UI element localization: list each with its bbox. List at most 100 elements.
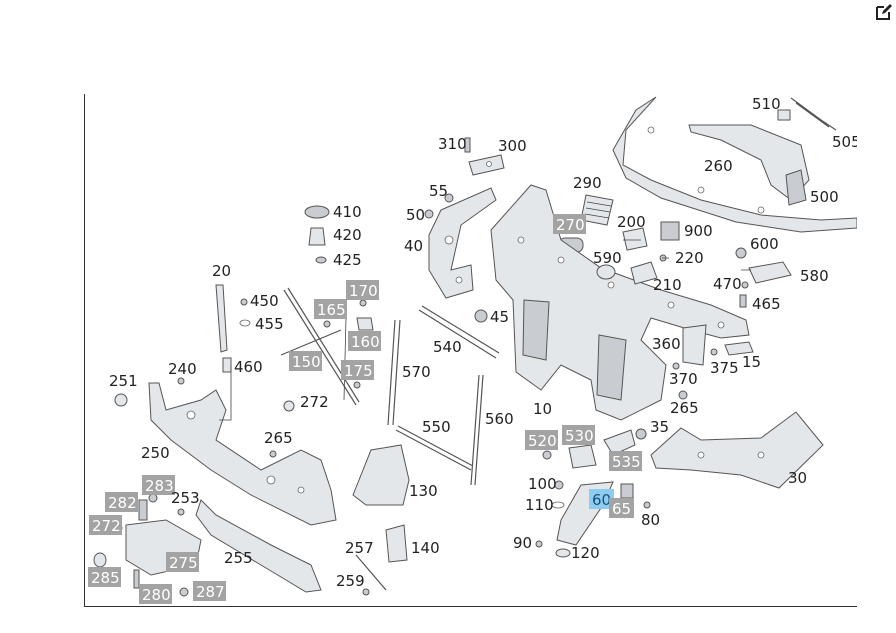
svg-text:450: 450 [250,292,279,310]
part-570-seal [387,319,401,426]
part-30-lower-right-support [650,411,824,489]
svg-text:257: 257 [345,539,374,557]
callout-590[interactable]: 590 [593,249,622,267]
callout-520[interactable]: 520 [525,430,558,450]
callout-470[interactable]: 470 [713,275,742,293]
callout-272[interactable]: 272 [300,393,329,411]
svg-text:550: 550 [422,418,451,436]
callout-500[interactable]: 500 [810,188,839,206]
part-520-screw [542,450,552,460]
callout-50[interactable]: 50 [406,206,425,224]
part-257-rod [355,554,387,591]
callout-90[interactable]: 90 [513,534,532,552]
callout-560[interactable]: 560 [485,410,514,428]
callout-285[interactable]: 285 [88,567,121,587]
callout-450[interactable]: 450 [250,292,279,310]
svg-text:10: 10 [533,400,552,418]
callout-265-right[interactable]: 265 [670,399,699,417]
part-100-screw [554,480,564,490]
callout-510[interactable]: 510 [752,95,781,113]
callout-175[interactable]: 175 [341,360,374,380]
callout-45[interactable]: 45 [490,308,509,326]
callout-60-selected[interactable]: 60 [589,489,614,509]
callout-20[interactable]: 20 [212,262,231,280]
callout-535[interactable]: 535 [609,451,642,471]
callout-530[interactable]: 530 [562,425,595,445]
callout-140[interactable]: 140 [411,539,440,557]
svg-text:535: 535 [612,453,641,471]
callout-15[interactable]: 15 [742,353,761,371]
callout-540[interactable]: 540 [433,338,462,356]
callout-259[interactable]: 259 [336,572,365,590]
callout-250[interactable]: 250 [141,444,170,462]
callout-550[interactable]: 550 [422,418,451,436]
callout-251[interactable]: 251 [109,372,138,390]
callout-410[interactable]: 410 [333,203,362,221]
callout-370[interactable]: 370 [669,370,698,388]
callout-260[interactable]: 260 [704,157,733,175]
callout-455[interactable]: 455 [255,315,284,333]
callout-290[interactable]: 290 [573,174,602,192]
callout-570[interactable]: 570 [402,363,431,381]
svg-text:130: 130 [409,482,438,500]
callout-580[interactable]: 580 [800,267,829,285]
callout-170[interactable]: 170 [346,280,379,300]
callout-130[interactable]: 130 [409,482,438,500]
callout-505[interactable]: 505 [832,133,857,151]
callout-300[interactable]: 300 [498,137,527,155]
callout-65[interactable]: 65 [609,498,634,518]
callout-10[interactable]: 10 [533,400,552,418]
callout-165[interactable]: 165 [314,299,347,319]
svg-text:570: 570 [402,363,431,381]
callout-375[interactable]: 375 [710,359,739,377]
callout-80[interactable]: 80 [641,511,660,529]
callout-210[interactable]: 210 [653,276,682,294]
edit-icon[interactable] [874,2,894,22]
callout-283[interactable]: 283 [142,475,175,495]
callout-240[interactable]: 240 [168,360,197,378]
callout-265-left[interactable]: 265 [264,429,293,447]
callout-272-left[interactable]: 272 [89,515,122,535]
svg-text:370: 370 [669,370,698,388]
callout-253[interactable]: 253 [171,489,200,507]
callout-150[interactable]: 150 [289,351,322,371]
part-420-buffer [308,227,326,246]
callout-40[interactable]: 40 [404,237,423,255]
callout-35[interactable]: 35 [650,418,669,436]
part-375-screw [710,348,718,356]
callout-287[interactable]: 287 [193,581,226,601]
callout-30[interactable]: 30 [788,469,807,487]
callout-100[interactable]: 100 [528,475,557,493]
callout-420[interactable]: 420 [333,226,362,244]
callout-900[interactable]: 900 [684,222,713,240]
svg-text:160: 160 [351,333,380,351]
part-590-cap [596,264,616,280]
callout-425[interactable]: 425 [333,251,362,269]
callout-160[interactable]: 160 [348,331,381,351]
callout-270[interactable]: 270 [553,214,586,234]
callout-55[interactable]: 55 [429,182,448,200]
callout-282[interactable]: 282 [105,492,138,512]
part-140-bracket [385,524,408,563]
callout-120[interactable]: 120 [571,544,600,562]
svg-text:265: 265 [264,429,293,447]
callout-257[interactable]: 257 [345,539,374,557]
callout-220[interactable]: 220 [675,249,704,267]
svg-text:272: 272 [300,393,329,411]
callout-360[interactable]: 360 [652,335,681,353]
callout-110[interactable]: 110 [525,496,554,514]
callout-255[interactable]: 255 [224,549,253,567]
callout-310[interactable]: 310 [438,135,467,153]
svg-text:120: 120 [571,544,600,562]
callout-600[interactable]: 600 [750,235,779,253]
part-460-sleeve [222,357,232,373]
callout-460[interactable]: 460 [234,358,263,376]
svg-text:310: 310 [438,135,467,153]
svg-text:500: 500 [810,188,839,206]
callout-275[interactable]: 275 [166,552,199,572]
part-470-screw [741,281,749,289]
part-165-screw [323,320,331,328]
callout-465[interactable]: 465 [752,295,781,313]
callout-280[interactable]: 280 [139,584,172,604]
callout-200[interactable]: 200 [617,213,646,231]
